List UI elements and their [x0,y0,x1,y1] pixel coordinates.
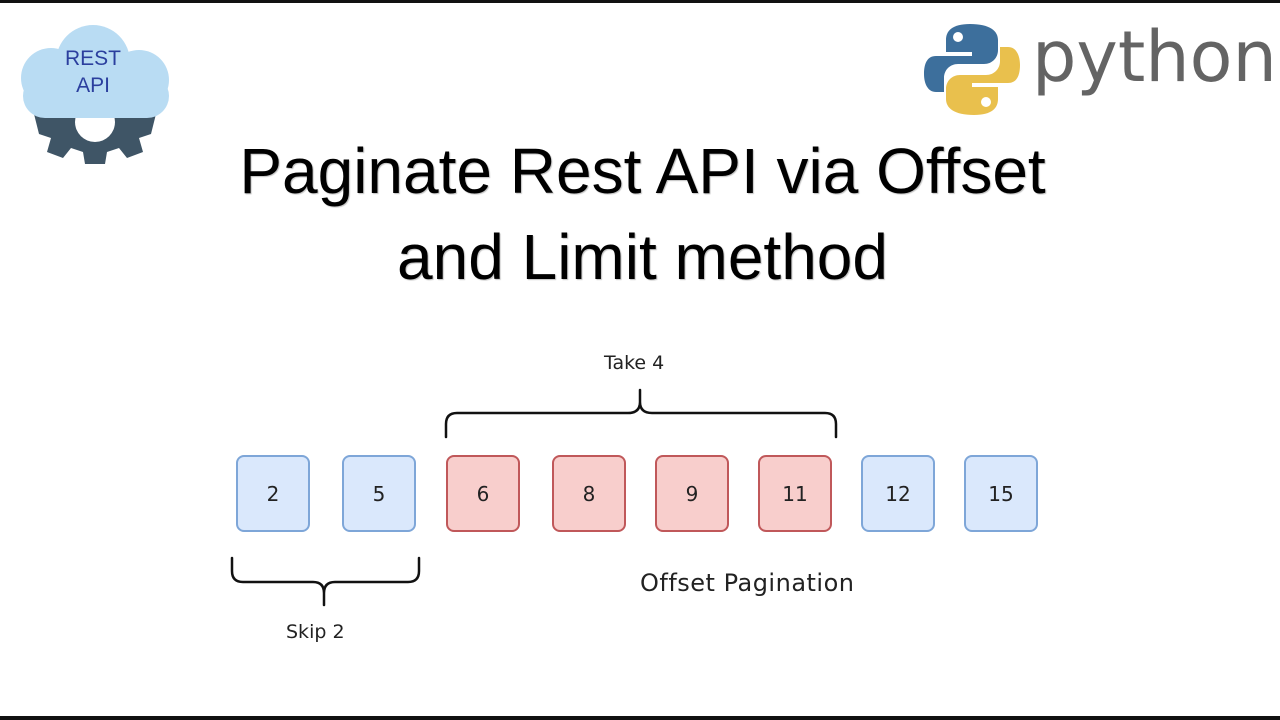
take-brace [444,388,838,439]
python-wordmark: python [1032,16,1277,98]
bottom-border [0,716,1280,720]
rest-logo-text-line2: API [76,74,110,97]
skip-brace [230,556,421,607]
item-box-taken: 9 [655,455,729,532]
item-box-taken: 8 [552,455,626,532]
skip-label: Skip 2 [286,621,345,643]
item-box-remaining: 15 [964,455,1038,532]
take-label: Take 4 [604,352,665,374]
top-border [0,0,1280,3]
python-snake-icon [924,24,1020,115]
rest-logo-text-line1: REST [64,47,121,70]
item-value: 15 [988,481,1014,506]
title-line-1: Paginate Rest API via Offset [239,135,1046,207]
item-value: 8 [582,481,596,506]
cloud-gear-icon [21,25,169,164]
item-value: 6 [476,481,490,506]
item-value: 5 [372,481,386,506]
item-value: 12 [885,481,911,506]
item-box-remaining: 12 [861,455,935,532]
item-box-skipped: 2 [236,455,310,532]
python-logo: python [922,16,1277,117]
diagram-caption: Offset Pagination [640,569,855,597]
item-value: 9 [685,481,699,506]
rest-api-logo: REST API [15,22,175,167]
item-value: 11 [782,481,808,506]
item-box-skipped: 5 [342,455,416,532]
item-box-taken: 6 [446,455,520,532]
item-box-taken: 11 [758,455,832,532]
item-value: 2 [266,481,280,506]
title-line-2: and Limit method [397,221,888,293]
page-title: Paginate Rest API via Offset and Limit m… [0,128,1280,300]
